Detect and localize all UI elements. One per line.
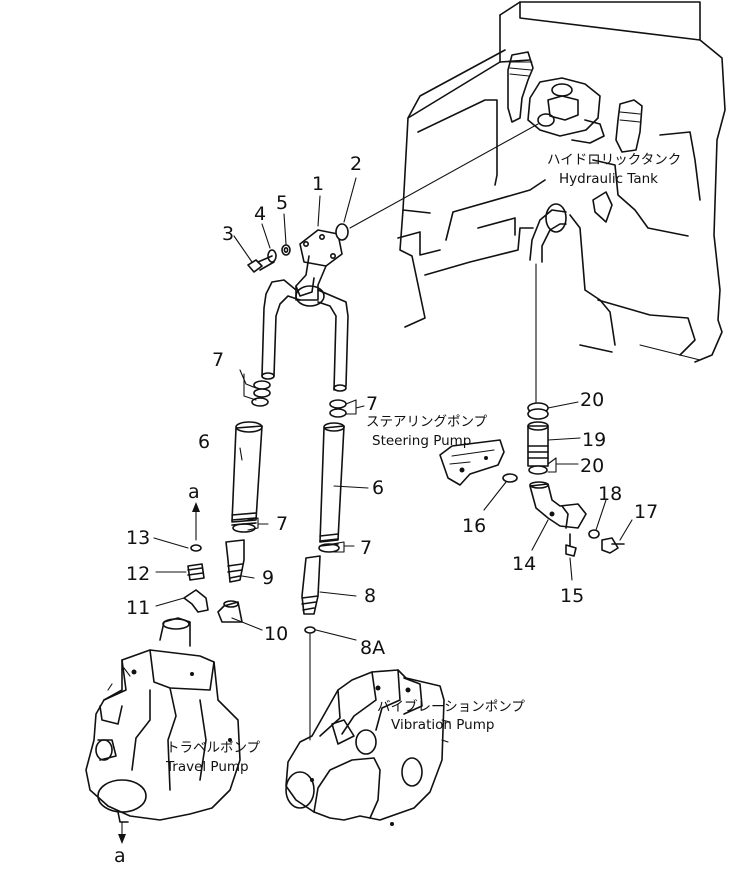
callout-1: 1: [312, 173, 324, 195]
callout-5: 5: [276, 192, 288, 214]
bolt-3: [247, 255, 275, 273]
callout-7-right-bottom: 7: [360, 537, 372, 559]
tank-label-en: Hydraulic Tank: [559, 171, 658, 187]
travel-label-jp: トラベルポンプ: [166, 740, 261, 756]
hydraulic-tank-drawing: [397, 1, 726, 363]
callout-11: 11: [126, 597, 150, 619]
callout-8A: 8A: [360, 637, 385, 659]
travel-label-en: Travel Pump: [165, 759, 249, 775]
callout-19: 19: [582, 429, 606, 451]
callout-7-left-top: 7: [212, 349, 224, 371]
callout-18: 18: [598, 483, 622, 505]
vibration-pump-drawing: [285, 669, 451, 826]
steering-pump-drawing: [439, 439, 505, 486]
callout-14: 14: [512, 553, 536, 575]
callout-15: 15: [560, 585, 584, 607]
tank-label-jp: ハイドロリックタンク: [547, 152, 681, 168]
steering-line-assembly: [502, 402, 625, 557]
callout-8: 8: [364, 585, 376, 607]
left-hose-assembly: [183, 380, 271, 623]
steering-label-jp: ステアリングポンプ: [366, 414, 488, 430]
steering-label-en: Steering Pump: [372, 433, 471, 449]
callout-2: 2: [350, 153, 362, 175]
leader-tank-port: [349, 123, 539, 229]
callout-6-right: 6: [372, 477, 384, 499]
callout-17: 17: [634, 501, 658, 523]
callout-6-left: 6: [198, 431, 210, 453]
callout-4: 4: [254, 203, 266, 225]
travel-pump-drawing: [85, 617, 241, 823]
vibration-label-en: Vibration Pump: [391, 717, 494, 733]
ref-a-top: a: [188, 481, 200, 503]
callout-9: 9: [262, 567, 274, 589]
callout-20-bottom: 20: [580, 455, 604, 477]
callout-7-left-bottom: 7: [276, 513, 288, 535]
right-hose-assembly: [301, 399, 347, 634]
o-ring-2: [335, 223, 349, 241]
callout-12: 12: [126, 563, 150, 585]
callout-10: 10: [264, 623, 288, 645]
callout-13: 13: [126, 527, 150, 549]
tee-pipe-assembly: [261, 229, 349, 392]
washer-5: [281, 244, 291, 256]
callout-16: 16: [462, 515, 486, 537]
callout-3: 3: [222, 223, 234, 245]
callout-leaders: [153, 177, 633, 641]
vibration-label-jp: バイブレーションポンプ: [377, 698, 525, 715]
callout-20-top: 20: [580, 389, 604, 411]
ref-a-bottom: a: [114, 845, 126, 867]
callout-7-right-top: 7: [366, 393, 378, 415]
